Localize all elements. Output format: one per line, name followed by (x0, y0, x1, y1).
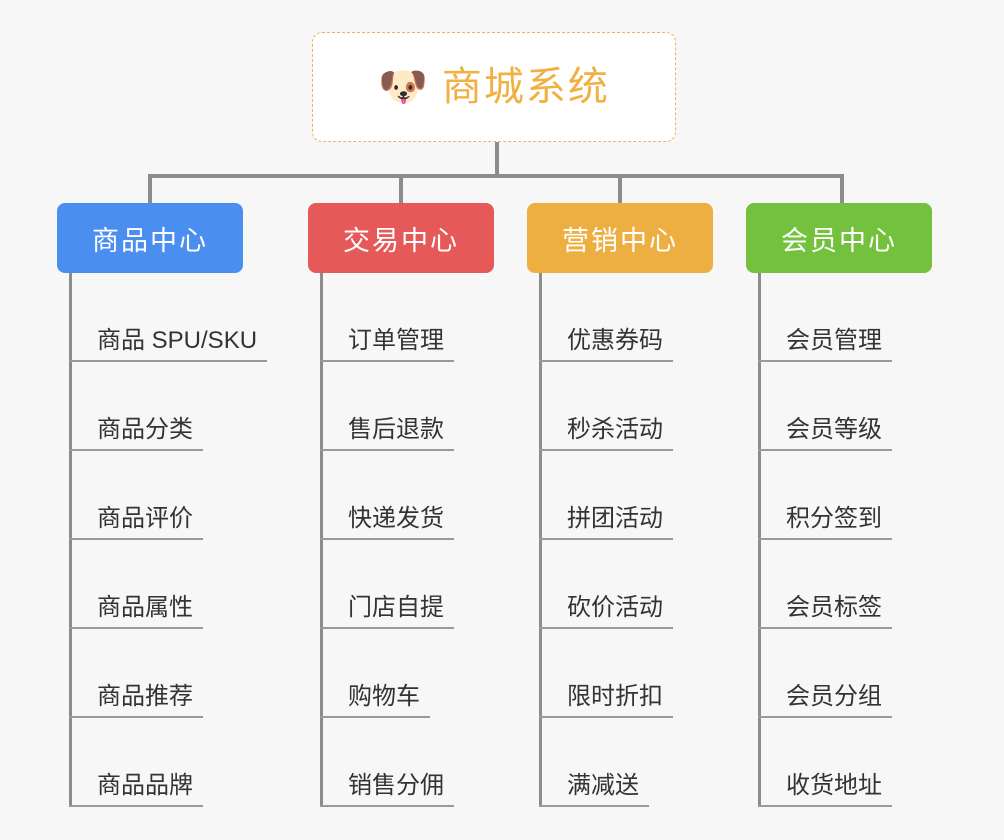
root-node[interactable]: 🐶 商城系统 (312, 32, 676, 142)
connector-drop-0 (148, 174, 152, 205)
leaf-list-3: 会员管理 会员等级 积分签到 会员标签 会员分组 收货地址 (746, 273, 932, 807)
leaf-label: 积分签到 (758, 505, 892, 540)
leaf-label: 会员分组 (758, 683, 892, 718)
leaf-label: 商品 SPU/SKU (69, 327, 268, 362)
leaf-label: 门店自提 (320, 594, 454, 629)
leaf-item[interactable]: 收货地址 (758, 718, 932, 807)
branch-header-0[interactable]: 商品中心 (57, 203, 243, 273)
branch-column-2: 营销中心 优惠券码 秒杀活动 拼团活动 砍价活动 限时折扣 满减送 (527, 203, 713, 807)
leaf-label: 会员标签 (758, 594, 892, 629)
branch-header-2[interactable]: 营销中心 (527, 203, 713, 273)
leaf-label: 优惠券码 (539, 327, 673, 362)
leaf-spine-3 (758, 273, 761, 807)
leaf-item[interactable]: 门店自提 (320, 540, 494, 629)
leaf-item[interactable]: 会员管理 (758, 273, 932, 362)
leaf-list-0: 商品 SPU/SKU 商品分类 商品评价 商品属性 商品推荐 商品品牌 (57, 273, 268, 807)
leaf-item[interactable]: 购物车 (320, 629, 494, 718)
leaf-item[interactable]: 商品属性 (69, 540, 243, 629)
branch-header-1[interactable]: 交易中心 (308, 203, 494, 273)
branch-column-3: 会员中心 会员管理 会员等级 积分签到 会员标签 会员分组 收货地址 (746, 203, 932, 807)
leaf-label: 订单管理 (320, 327, 454, 362)
leaf-item[interactable]: 销售分佣 (320, 718, 494, 807)
leaf-item[interactable]: 商品品牌 (69, 718, 243, 807)
leaf-label: 拼团活动 (539, 505, 673, 540)
leaf-label: 砍价活动 (539, 594, 673, 629)
root-title: 商城系统 (441, 65, 610, 109)
leaf-label: 商品品牌 (69, 772, 203, 807)
leaf-label: 售后退款 (320, 416, 454, 451)
branch-header-3[interactable]: 会员中心 (746, 203, 932, 273)
leaf-label: 商品推荐 (69, 683, 203, 718)
leaf-list-2: 优惠券码 秒杀活动 拼团活动 砍价活动 限时折扣 满减送 (527, 273, 713, 807)
leaf-item[interactable]: 会员标签 (758, 540, 932, 629)
leaf-label: 会员等级 (758, 416, 892, 451)
leaf-spine-2 (539, 273, 542, 807)
connector-root-stem (495, 142, 499, 176)
connector-drop-3 (840, 174, 844, 205)
leaf-label: 收货地址 (758, 772, 892, 807)
branch-header-label-0: 商品中心 (92, 225, 208, 256)
branch-column-1: 交易中心 订单管理 售后退款 快递发货 门店自提 购物车 销售分佣 (308, 203, 494, 807)
branch-header-label-1: 交易中心 (343, 225, 459, 256)
leaf-item[interactable]: 售后退款 (320, 362, 494, 451)
leaf-label: 限时折扣 (539, 683, 673, 718)
leaf-item[interactable]: 秒杀活动 (539, 362, 713, 451)
leaf-label: 销售分佣 (320, 772, 454, 807)
leaf-item[interactable]: 砍价活动 (539, 540, 713, 629)
leaf-item[interactable]: 商品推荐 (69, 629, 243, 718)
branch-column-0: 商品中心 商品 SPU/SKU 商品分类 商品评价 商品属性 商品推荐 商品品牌 (57, 203, 268, 807)
branch-header-label-2: 营销中心 (562, 225, 678, 256)
leaf-item[interactable]: 积分签到 (758, 451, 932, 540)
leaf-item[interactable]: 商品 SPU/SKU (69, 273, 268, 362)
leaf-label: 商品属性 (69, 594, 203, 629)
leaf-label: 满减送 (539, 772, 649, 807)
leaf-item[interactable]: 满减送 (539, 718, 713, 807)
leaf-item[interactable]: 限时折扣 (539, 629, 713, 718)
leaf-item[interactable]: 会员等级 (758, 362, 932, 451)
leaf-item[interactable]: 快递发货 (320, 451, 494, 540)
leaf-label: 商品分类 (69, 416, 203, 451)
leaf-label: 购物车 (320, 683, 430, 718)
leaf-item[interactable]: 拼团活动 (539, 451, 713, 540)
leaf-label: 秒杀活动 (539, 416, 673, 451)
branch-header-label-3: 会员中心 (781, 225, 897, 256)
leaf-spine-1 (320, 273, 323, 807)
leaf-label: 商品评价 (69, 505, 203, 540)
leaf-list-1: 订单管理 售后退款 快递发货 门店自提 购物车 销售分佣 (308, 273, 494, 807)
connector-drop-2 (618, 174, 622, 205)
connector-drop-1 (399, 174, 403, 205)
leaf-item[interactable]: 订单管理 (320, 273, 494, 362)
leaf-item[interactable]: 会员分组 (758, 629, 932, 718)
leaf-item[interactable]: 优惠券码 (539, 273, 713, 362)
leaf-label: 快递发货 (320, 505, 454, 540)
connector-horizontal-bus (148, 174, 844, 178)
dog-face-icon: 🐶 (378, 65, 428, 109)
leaf-label: 会员管理 (758, 327, 892, 362)
leaf-spine-0 (69, 273, 72, 807)
leaf-item[interactable]: 商品评价 (69, 451, 243, 540)
leaf-item[interactable]: 商品分类 (69, 362, 243, 451)
